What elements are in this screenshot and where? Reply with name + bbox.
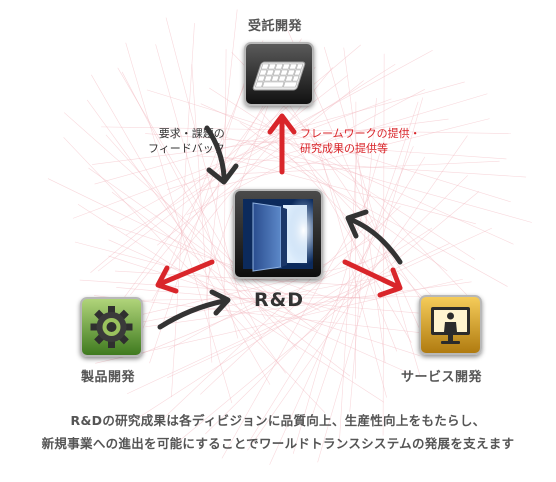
door-icon — [243, 199, 313, 272]
node-label-right: サービス開発 — [401, 370, 483, 385]
feedback-note-line-2: フィードバック — [148, 142, 225, 155]
pattern-line — [171, 23, 195, 398]
pattern-line — [168, 236, 376, 350]
caption-line-2: 新規事業への進出を可能にすることでワールドトランスシステムの発展を支えます — [41, 436, 515, 451]
pattern-line — [86, 99, 286, 374]
pattern-line — [167, 93, 488, 190]
pattern-line — [323, 46, 421, 377]
pattern-line — [156, 80, 364, 246]
pattern-line — [270, 77, 434, 318]
pattern-line — [204, 131, 532, 223]
pattern-line — [88, 167, 318, 331]
caption-line-1: R&Dの研究成果は各ディビジョンに品質向上、生産性向上をもたらし、 — [70, 413, 486, 428]
provision-note: フレームワークの提供・ 研究成果の提供等 — [300, 126, 421, 156]
pattern-line — [74, 241, 362, 318]
pattern-line — [94, 295, 457, 338]
pattern-line — [127, 243, 450, 394]
pattern-line — [317, 97, 424, 463]
pattern-line — [261, 112, 437, 301]
pattern-line — [225, 157, 476, 225]
pattern-line — [205, 175, 468, 435]
pattern-line — [63, 137, 326, 413]
pattern-line — [191, 64, 213, 363]
pattern-line — [293, 138, 412, 343]
pattern-line — [63, 112, 294, 316]
node-tile-center — [233, 189, 323, 279]
pattern-line — [47, 178, 320, 311]
pattern-line — [166, 227, 493, 379]
pattern-line — [119, 50, 433, 221]
pattern-line — [125, 64, 396, 236]
pattern-line — [200, 205, 401, 395]
provision-note-line-1: フレームワークの提供・ — [300, 127, 421, 140]
pattern-line — [196, 155, 527, 178]
gear-icon — [90, 306, 133, 348]
pattern-line — [130, 261, 369, 318]
arrow-left-to-rd — [157, 289, 231, 330]
pattern-line — [247, 141, 508, 287]
gear-tooth — [108, 339, 115, 348]
pattern-line — [269, 146, 414, 465]
pattern-line — [149, 67, 250, 364]
pattern-line — [108, 255, 420, 356]
pattern-line — [349, 98, 377, 412]
pattern-line — [198, 118, 490, 192]
pattern-line — [116, 287, 419, 314]
pattern-line — [145, 281, 472, 328]
arrow-top-to-rd — [204, 125, 239, 185]
pattern-line — [72, 98, 392, 219]
arrow-right-to-rd — [345, 209, 403, 265]
pattern-line — [200, 103, 514, 245]
presentation-screen-icon — [431, 307, 470, 344]
pattern-line — [318, 147, 387, 398]
pattern-line — [239, 122, 448, 272]
pattern-line — [127, 296, 420, 301]
pattern-line — [221, 193, 372, 459]
arrow-rd-to-left — [155, 259, 215, 294]
node-tile-left — [80, 297, 143, 357]
arrow-rd-to-right — [342, 259, 403, 298]
pattern-line — [90, 44, 361, 273]
node-tile-right — [419, 295, 482, 355]
pattern-line — [105, 134, 298, 350]
pattern-line — [209, 87, 476, 260]
pattern-line — [310, 101, 419, 419]
pattern-line — [145, 133, 507, 160]
pattern-line — [248, 156, 426, 443]
pattern-line — [77, 203, 385, 403]
feedback-note: 要求・課題の フィードバック — [148, 126, 225, 156]
pattern-line — [176, 191, 480, 444]
pattern-line — [92, 118, 449, 165]
feedback-note-line-1: 要求・課題の — [158, 127, 225, 140]
keyboard-icon — [252, 61, 306, 91]
pattern-line — [111, 191, 351, 377]
provision-note-line-2: 研究成果の提供等 — [300, 142, 388, 155]
gear-tooth — [108, 306, 115, 315]
pattern-line — [146, 89, 511, 203]
node-label-left: 製品開発 — [81, 370, 136, 385]
node-label-top: 受託開発 — [248, 19, 303, 34]
arrow-rd-to-top — [267, 113, 297, 175]
pattern-line — [165, 17, 242, 306]
pattern-line — [91, 74, 271, 385]
node-tile-top — [244, 42, 314, 106]
pattern-line — [79, 279, 376, 300]
pattern-line — [205, 160, 500, 176]
pattern-line — [186, 89, 425, 216]
node-label-center: R&D — [254, 289, 304, 311]
pattern-line — [125, 42, 233, 404]
pattern-line — [164, 219, 374, 418]
pattern-line — [338, 143, 358, 449]
